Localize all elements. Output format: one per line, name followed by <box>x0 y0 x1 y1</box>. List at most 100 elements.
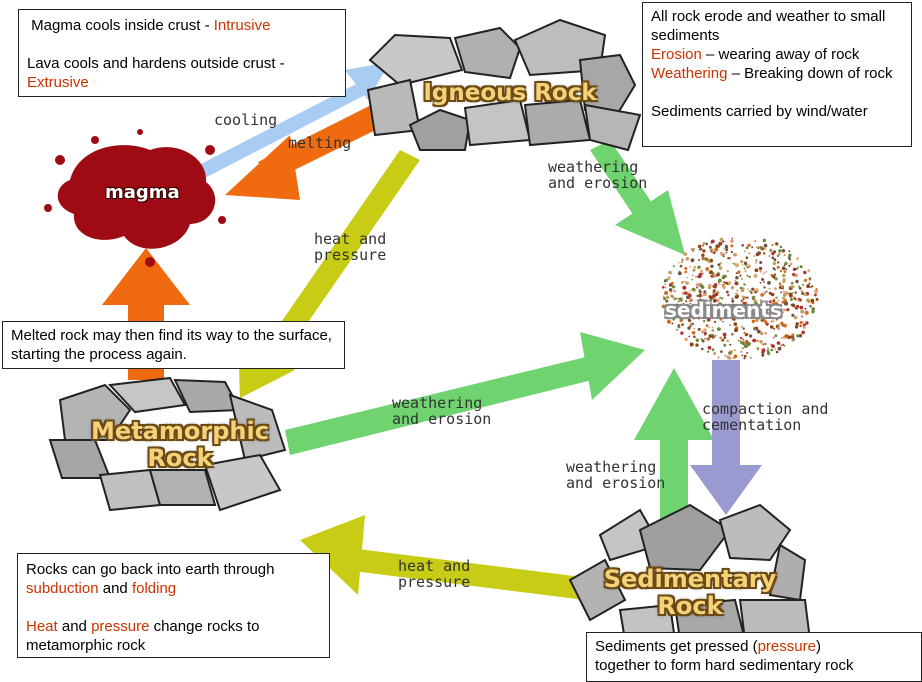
sediment-particle <box>697 282 702 287</box>
sediment-particle <box>672 285 676 289</box>
sedimentary-line-1: Sedimentary <box>603 565 777 593</box>
sediment-particle <box>788 264 791 267</box>
sediment-particle <box>703 319 706 323</box>
sediment-particle <box>671 322 674 325</box>
sediment-particle <box>764 308 767 311</box>
sediment-particle <box>777 323 781 327</box>
weathering-sed-line-2: and erosion <box>566 474 666 492</box>
weathering-term: Weathering <box>651 65 728 82</box>
sediment-particle <box>755 288 759 292</box>
sediment-particle <box>807 269 810 272</box>
weathering-meta-line-1: weathering <box>392 394 483 412</box>
sediment-particle <box>670 311 674 315</box>
sediment-particle <box>686 276 688 279</box>
sediment-particle <box>682 308 687 313</box>
sediment-particle <box>734 279 737 282</box>
sediment-particle <box>750 291 753 294</box>
melted-rock-note-box: Melted rock may then find its way to the… <box>2 321 345 369</box>
sediment-particle <box>767 347 769 350</box>
sediment-particle <box>683 252 688 256</box>
sediment-particle <box>799 265 803 269</box>
sediment-particle <box>796 267 798 270</box>
sediment-particle <box>763 291 766 295</box>
sediment-particle <box>700 295 703 297</box>
sediment-particle <box>701 339 705 343</box>
sediment-particle <box>751 319 756 323</box>
sediment-particle <box>743 267 746 270</box>
sediment-particle <box>723 336 727 339</box>
sediment-particle <box>734 312 736 315</box>
sediment-particle <box>719 317 723 321</box>
sediment-particle <box>719 262 722 265</box>
sediment-particle <box>759 281 762 284</box>
sediment-particle <box>703 290 707 294</box>
sediment-particle <box>673 304 676 308</box>
magma-blob <box>44 129 226 267</box>
sediment-particle <box>676 328 679 331</box>
sediment-particle <box>775 242 779 246</box>
sediment-particle <box>717 327 721 331</box>
sediment-particle <box>802 283 805 286</box>
sediment-particle <box>735 292 737 295</box>
sediment-particle <box>705 324 709 327</box>
sediment-particle <box>774 348 776 351</box>
sediment-particle <box>749 290 752 293</box>
sediment-particle <box>715 307 718 310</box>
sediment-particle <box>727 294 730 297</box>
sediment-particle <box>665 278 668 282</box>
sediment-particle <box>687 326 691 330</box>
sediment-particle <box>784 335 787 338</box>
sediment-particle <box>733 262 736 266</box>
metamorphic-rock-title: Metamorphic Rock <box>70 418 290 472</box>
sediment-particle <box>757 317 761 320</box>
sediment-particle <box>711 312 714 315</box>
sediment-particle <box>698 293 702 298</box>
weathering-sed-line-1: weathering <box>566 458 657 476</box>
sediment-particle <box>771 306 774 309</box>
subduction-note-line-1: Rocks can go back into earth through sub… <box>26 560 321 598</box>
sediment-particle <box>725 290 729 294</box>
sediment-particle <box>665 295 670 300</box>
sediment-particle <box>689 297 693 301</box>
sediment-particle <box>718 241 723 246</box>
sediment-particle <box>814 289 818 294</box>
sediment-particle <box>808 282 811 285</box>
sediment-particle <box>730 244 734 248</box>
sediment-particle <box>710 250 713 253</box>
sediment-particle <box>742 295 745 299</box>
sediment-particle <box>689 265 692 268</box>
sediment-particle <box>686 314 689 317</box>
sediment-particle <box>688 294 691 298</box>
sediment-particle <box>795 316 798 319</box>
sediment-particle <box>737 339 740 342</box>
sediment-particle <box>771 252 775 256</box>
sediment-particle <box>740 288 745 293</box>
sediment-particle <box>670 294 674 298</box>
sediment-particle <box>748 275 751 278</box>
sediment-particle <box>749 356 752 359</box>
sediment-particle <box>701 347 704 351</box>
subduction-note-line-2: Heat and pressure change rocks to metamo… <box>26 617 321 655</box>
sediment-particle <box>754 268 759 273</box>
sediment-particle <box>731 299 735 303</box>
heat-pressure-top-line-1: heat and <box>314 230 387 248</box>
sediment-particle <box>681 281 684 284</box>
compaction-line-2: cementation <box>702 416 802 434</box>
sediment-particle <box>762 251 766 255</box>
sediment-particle <box>689 324 692 328</box>
pressed-pressure-term: pressure <box>757 638 816 655</box>
sediment-particle <box>711 328 715 332</box>
compaction-line-1: compaction and <box>702 400 829 418</box>
sediment-particle <box>711 251 714 254</box>
compaction-arrow <box>690 360 762 515</box>
sediment-particle <box>770 344 775 348</box>
sediment-particle <box>798 286 802 290</box>
sediment-particle <box>696 299 699 302</box>
sediment-particle <box>801 315 803 318</box>
sediment-particle <box>715 244 719 249</box>
sediment-particle <box>723 247 726 250</box>
sediment-particle <box>713 352 717 355</box>
sediment-particle <box>779 269 783 273</box>
sediment-particle <box>756 305 760 309</box>
